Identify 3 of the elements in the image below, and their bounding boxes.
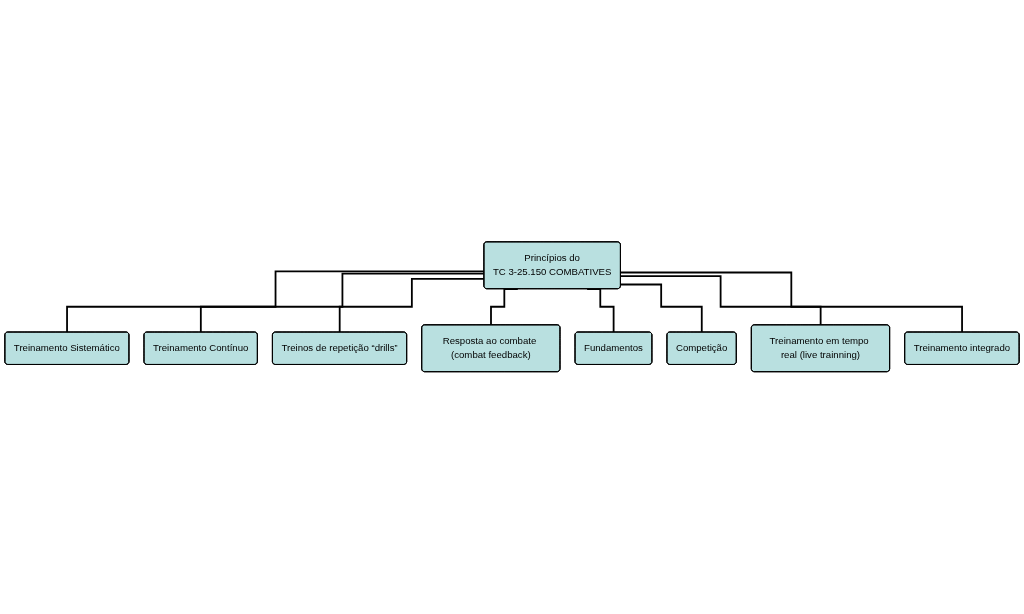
connector xyxy=(619,275,822,327)
connector xyxy=(619,271,964,334)
connector xyxy=(619,283,703,334)
